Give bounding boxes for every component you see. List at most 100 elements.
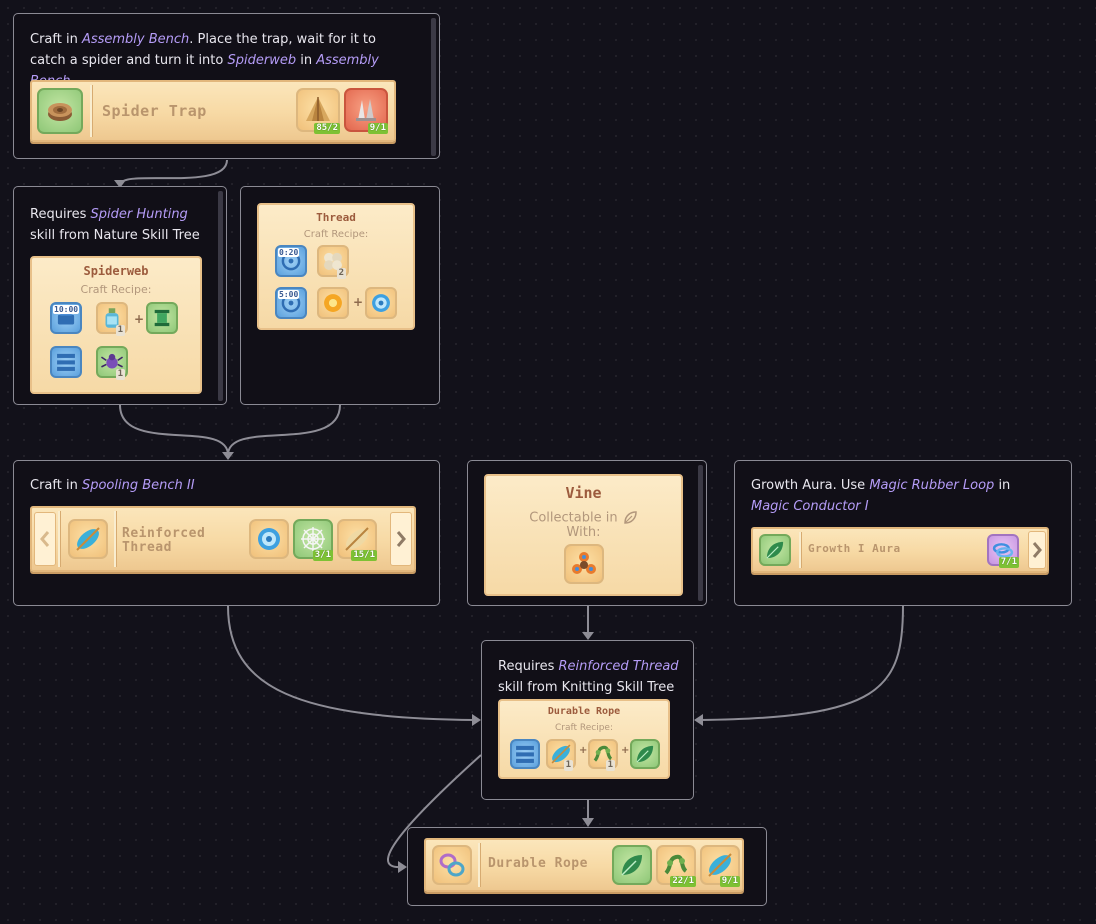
iron-nails-icon: 9/1 bbox=[344, 88, 388, 134]
link-assembly-bench[interactable]: Assembly Bench bbox=[81, 32, 190, 47]
spindle-icon bbox=[68, 519, 108, 559]
desc-text: Requires bbox=[498, 659, 559, 674]
link-spiderweb[interactable]: Spiderweb bbox=[227, 53, 297, 68]
desc-text: Craft in bbox=[30, 32, 82, 47]
desc-text: skill from Knitting Skill Tree bbox=[498, 680, 675, 695]
node-durable-rope: Durable Rope 22/1 9/1 bbox=[407, 827, 767, 906]
rubber-loop-icon: 7/1 bbox=[987, 534, 1019, 568]
card-subtitle: Craft Recipe: bbox=[80, 283, 152, 296]
node-scrollbar[interactable] bbox=[698, 465, 703, 601]
item-title: Spider Trap bbox=[102, 102, 207, 120]
spindle-icon: 1 bbox=[546, 739, 576, 771]
plus-sign: + bbox=[579, 745, 588, 756]
connector-recipe-to-rope-side bbox=[387, 754, 482, 869]
count-badge: 85/2 bbox=[314, 123, 340, 134]
rope-icon bbox=[432, 845, 472, 885]
count-badge: 15/1 bbox=[351, 550, 377, 561]
count-badge: 9/1 bbox=[719, 876, 740, 887]
node-growth-aura: Growth Aura. Use Magic Rubber Loop in Ma… bbox=[734, 460, 1072, 606]
vine-icon: 22/1 bbox=[656, 845, 696, 887]
growth-leaf-icon bbox=[759, 534, 791, 566]
connector-trap-to-spiderweb bbox=[119, 159, 228, 186]
node-durable-rope-recipe: Requires Reinforced Thread skill from Kn… bbox=[481, 640, 694, 800]
item-card-vine[interactable]: Vine Collectable in With: bbox=[484, 474, 683, 596]
card-subtitle: Craft Recipe: bbox=[554, 723, 614, 733]
plus-sign: + bbox=[134, 312, 145, 326]
count-badge: 22/1 bbox=[670, 876, 696, 887]
next-button[interactable] bbox=[1028, 531, 1046, 569]
card-title: Durable Rope bbox=[547, 706, 621, 717]
link-reinforced-thread[interactable]: Reinforced Thread bbox=[558, 659, 679, 674]
item-title: Durable Rope bbox=[488, 856, 588, 871]
spinning-wheel-icon: 0:20 bbox=[275, 245, 307, 277]
item-banner-growth-aura[interactable]: Growth I Aura 7/1 bbox=[751, 527, 1049, 573]
recipe-card-spiderweb[interactable]: Spiderweb Craft Recipe: 10:00 1 + 1 bbox=[30, 256, 202, 394]
count-badge: 7/1 bbox=[998, 557, 1019, 568]
item-banner-reinforced-thread[interactable]: Reinforced Thread 3/1 15/1 bbox=[30, 506, 416, 572]
card-title: Thread bbox=[316, 211, 356, 224]
flower-tool-icon bbox=[564, 544, 604, 584]
link-magic-conductor[interactable]: Magic Conductor I bbox=[751, 499, 869, 514]
item-title: Growth I Aura bbox=[808, 542, 901, 555]
item-title: Reinforced bbox=[122, 526, 206, 541]
prev-button[interactable] bbox=[34, 512, 56, 566]
connector-spiderweb-to-reinforced bbox=[119, 404, 229, 456]
card-subtitle: With: bbox=[566, 525, 601, 540]
blue-ring-icon bbox=[365, 287, 397, 319]
desc-text: Craft in bbox=[30, 478, 82, 493]
item-banner-spider-trap[interactable]: Spider Trap 85/2 9/1 bbox=[30, 80, 396, 142]
desc-text: Growth Aura. Use bbox=[751, 478, 870, 493]
next-button[interactable] bbox=[390, 512, 412, 566]
link-spooling-bench[interactable]: Spooling Bench II bbox=[81, 478, 195, 493]
node-description: Requires Spider Hunting skill from Natur… bbox=[30, 204, 210, 246]
card-subtitle: Craft Recipe: bbox=[303, 229, 369, 240]
spider-trap-icon bbox=[37, 88, 83, 134]
spinning-wheel-icon: 5:00 bbox=[275, 287, 307, 319]
node-scrollbar[interactable] bbox=[218, 191, 223, 401]
link-magic-rubber-loop[interactable]: Magic Rubber Loop bbox=[869, 478, 995, 493]
cotton-icon: 2 bbox=[317, 245, 349, 279]
node-description: Craft in Spooling Bench II bbox=[30, 475, 195, 496]
desc-text: . Place the trap, wait for it to catch a… bbox=[30, 32, 376, 68]
node-description: Requires Reinforced Thread skill from Kn… bbox=[498, 656, 688, 698]
recipe-card-durable-rope[interactable]: Durable Rope Craft Recipe: 1 + 1 + bbox=[498, 699, 670, 779]
connector-thread-to-reinforced bbox=[227, 404, 341, 456]
chevron-right-icon bbox=[396, 531, 406, 547]
bench-icon: 10:00 bbox=[50, 302, 82, 334]
growth-leaf-icon bbox=[612, 845, 652, 885]
gold-gear-icon bbox=[317, 287, 349, 319]
craft-time: 10:00 bbox=[53, 305, 80, 314]
desc-text: in bbox=[296, 53, 317, 68]
node-scrollbar[interactable] bbox=[431, 18, 436, 156]
recipe-card-thread[interactable]: Thread Craft Recipe: 0:20 2 5:00 + bbox=[257, 203, 415, 330]
desc-text: in bbox=[994, 478, 1011, 493]
plus-sign: + bbox=[621, 745, 630, 756]
item-banner-durable-rope[interactable]: Durable Rope 22/1 9/1 bbox=[424, 838, 744, 892]
chevron-right-icon bbox=[1032, 542, 1042, 558]
count-badge: 3/1 bbox=[312, 550, 333, 561]
spiderweb-icon: 3/1 bbox=[293, 519, 333, 561]
spindle-icon: 9/1 bbox=[700, 845, 740, 887]
count-badge: 1 bbox=[115, 369, 125, 380]
count-badge: 1 bbox=[115, 325, 125, 336]
link-spider-hunting[interactable]: Spider Hunting bbox=[90, 207, 188, 222]
card-title: Vine bbox=[565, 484, 602, 502]
node-vine: Vine Collectable in With: bbox=[467, 460, 707, 606]
node-thread: Thread Craft Recipe: 0:20 2 5:00 + bbox=[240, 186, 440, 405]
node-spider-trap: Craft in Assembly Bench. Place the trap,… bbox=[13, 13, 440, 159]
tent-sticks-icon: 85/2 bbox=[296, 88, 340, 134]
thread-icon: 15/1 bbox=[337, 519, 377, 561]
growth-leaf-icon bbox=[630, 739, 660, 769]
leaf-icon bbox=[623, 511, 637, 524]
connector-reinforced-to-recipe bbox=[227, 605, 476, 721]
count-badge: 2 bbox=[336, 268, 346, 279]
node-reinforced-thread: Craft in Spooling Bench II Reinforced Th… bbox=[13, 460, 440, 606]
spool-icon bbox=[146, 302, 178, 334]
card-title: Spiderweb bbox=[83, 264, 149, 278]
desc-text: Requires bbox=[30, 207, 91, 222]
desc-text: skill from Nature Skill Tree bbox=[30, 228, 200, 243]
blue-ring-icon bbox=[249, 519, 289, 559]
station-icon bbox=[50, 346, 82, 378]
count-badge: 9/1 bbox=[367, 123, 388, 134]
